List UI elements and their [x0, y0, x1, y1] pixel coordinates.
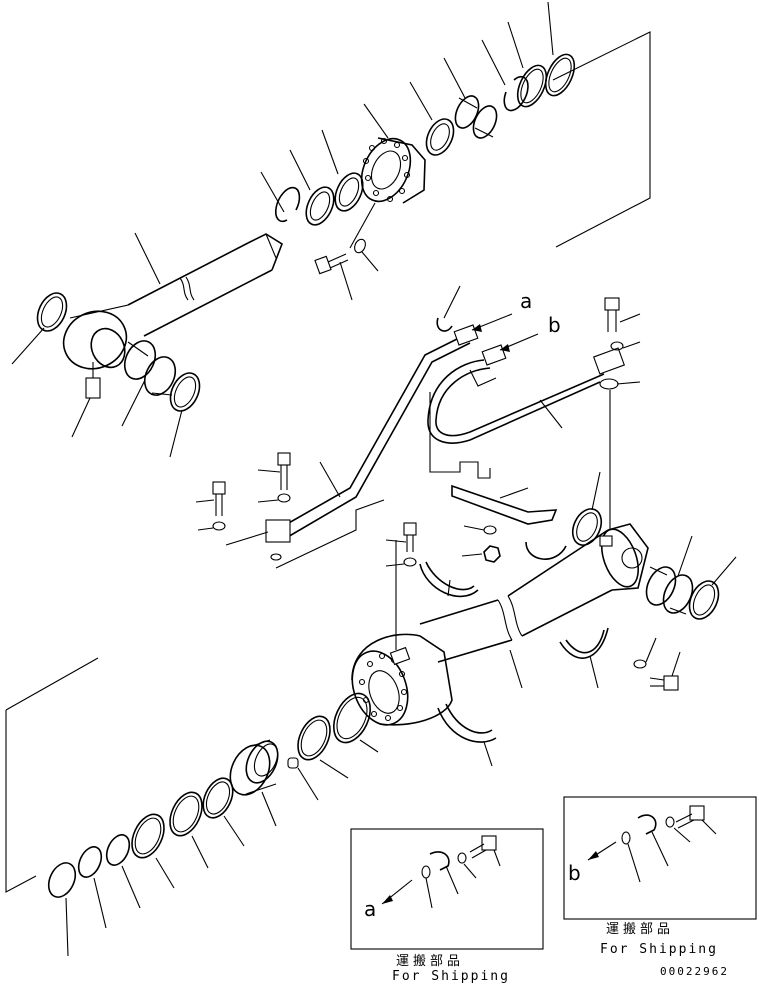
drawing-code: 00022962: [660, 965, 729, 978]
inset-a-english: For Shipping: [392, 969, 510, 984]
inset-b-japanese: 運搬部品: [606, 922, 674, 937]
rod-assembly: [11, 1, 651, 458]
cylinder-tube: [351, 471, 737, 726]
inset-b: b: [563, 796, 757, 920]
inset-a-frame: [350, 828, 544, 950]
inset-a-letter: a: [364, 897, 376, 921]
inset-b-letter: b: [568, 861, 581, 885]
inset-a-japanese: 運搬部品: [396, 954, 464, 969]
inset-a: a: [350, 828, 544, 950]
piston-stack: [5, 657, 379, 957]
inset-b-english: For Shipping: [600, 942, 718, 957]
callout-a: a: [520, 289, 532, 313]
head-bolt-holes: [362, 137, 411, 203]
inset-b-frame: [563, 796, 757, 920]
callout-b: b: [548, 313, 561, 337]
piping-assembly: [195, 285, 641, 650]
brackets-and-bands: [385, 484, 681, 767]
